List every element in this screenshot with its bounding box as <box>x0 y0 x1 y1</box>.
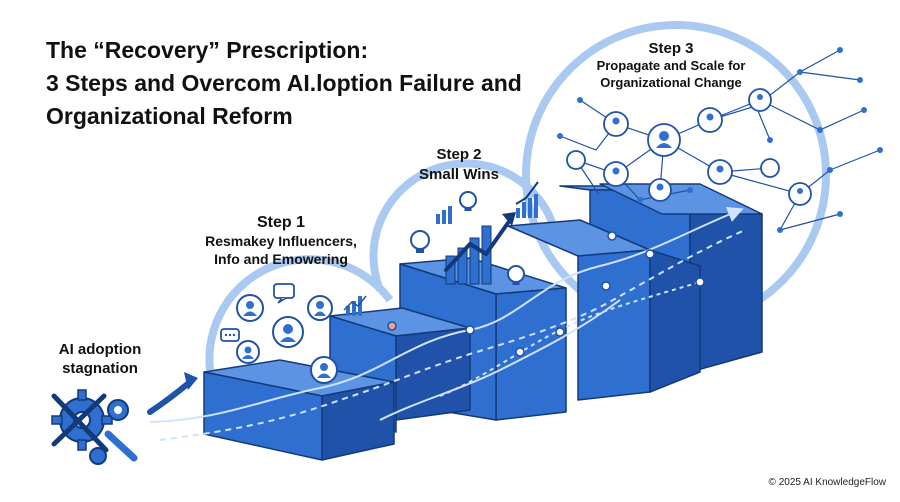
step2-icons <box>410 181 539 285</box>
bar-chart-icon <box>515 181 539 218</box>
person-icon <box>236 340 260 364</box>
step3-label: Step 3 Propagate and Scale for Organizat… <box>566 40 776 91</box>
flow-nodes <box>387 231 705 357</box>
title-line-2: 3 Steps and Overcom AI.loption Failure a… <box>46 70 522 96</box>
step1-label: Step 1 Resmakey Influencers, Info and Em… <box>196 214 366 268</box>
stagnation-line-1: AI adoption <box>58 341 142 358</box>
step3-title: Step 3 <box>648 40 694 57</box>
chat-bubble-icon <box>220 328 240 342</box>
stagnation-label: AI adoption stagnation <box>30 340 170 378</box>
step3-line-2: Organizational Change <box>600 75 742 90</box>
broken-gear-icon <box>51 389 138 465</box>
network-icon <box>557 47 883 233</box>
step1-line-2: Info and Emowering <box>214 251 348 267</box>
bar-chart-icon <box>436 206 452 224</box>
lightbulb-icon <box>459 191 477 211</box>
page-title: The “Recovery” Prescription: 3 Steps and… <box>46 34 566 133</box>
step2-title: Step 2 <box>436 146 482 163</box>
title-line-3: Organizational Reform <box>46 103 293 129</box>
step1-title: Step 1 <box>256 214 305 231</box>
step1-halo <box>205 255 394 371</box>
person-icon <box>272 316 304 348</box>
title-line-1: The “Recovery” Prescription: <box>46 37 369 63</box>
step2-line-1: Small Wins <box>419 166 499 183</box>
person-icon <box>307 295 333 321</box>
stagnation-line-2: stagnation <box>62 360 138 377</box>
entry-arrow-icon <box>147 372 198 415</box>
step1-line-1: Resmakey Influencers, <box>205 233 357 249</box>
person-icon <box>310 356 338 384</box>
copyright-text: © 2025 AI KnowledgeFlow <box>768 477 886 488</box>
bar-chart-icon <box>343 295 367 316</box>
chat-bubble-icon <box>273 283 295 304</box>
step2-label: Step 2 Small Wins <box>404 145 514 185</box>
lightbulb-icon <box>410 230 430 253</box>
step3-line-1: Propagate and Scale for <box>596 58 746 73</box>
trend-arrow-icon <box>444 212 516 272</box>
person-icon <box>236 294 264 322</box>
step1-icons <box>220 283 367 384</box>
lightbulb-icon <box>507 265 525 285</box>
